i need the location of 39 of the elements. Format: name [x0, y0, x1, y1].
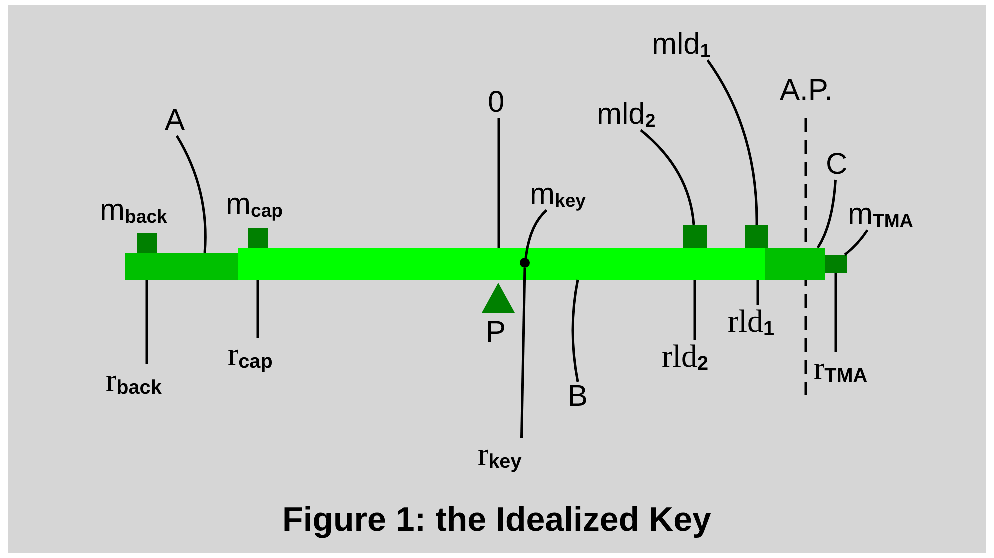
- leader-line: [694, 280, 696, 340]
- leader-line: [176, 135, 207, 254]
- pivot-label: P: [486, 318, 506, 348]
- leader-line: [256, 280, 260, 338]
- leader-line: [816, 180, 837, 249]
- leader-line: [640, 129, 696, 226]
- figure-caption: Figure 1: the Idealized Key: [282, 501, 712, 540]
- leader-line: [498, 118, 500, 248]
- mass-block: [683, 225, 707, 248]
- leader-line: [146, 280, 148, 364]
- mass-label: mld$_{1}$: [652, 30, 711, 60]
- leader-line: [706, 60, 758, 226]
- leader-line: [572, 280, 580, 382]
- radius-label: r$_{back}$: [106, 364, 162, 399]
- radius-label: r$_{TMA}$: [814, 352, 868, 387]
- mass-label: m$_{TMA}$: [848, 200, 914, 230]
- origin-label: 0: [488, 88, 505, 118]
- reference-label: A.P.: [780, 76, 833, 106]
- part-label: A: [165, 106, 186, 136]
- mass-block: [745, 225, 768, 248]
- key-back-segment: [125, 253, 238, 280]
- radius-label: r$_{key}$: [478, 438, 522, 473]
- leader-line: [756, 280, 760, 305]
- radius-label: rld$_{1}$: [728, 305, 775, 340]
- mass-label: mld$_{2}$: [597, 100, 656, 130]
- leader-line: [524, 209, 548, 258]
- leader-line: [520, 268, 526, 438]
- mass-label: m$_{key}$: [530, 180, 586, 210]
- part-label: C: [826, 150, 848, 180]
- part-label: B: [568, 382, 588, 412]
- leader-line: [834, 273, 838, 352]
- radius-label: r$_{cap}$: [228, 338, 273, 373]
- key-body: [238, 248, 765, 280]
- mass-label: m$_{cap}$: [226, 190, 284, 220]
- mass-label: m$_{back}$: [100, 196, 168, 226]
- leader-line: [844, 230, 869, 256]
- radius-label: rld$_{2}$: [662, 340, 709, 375]
- key-front-segment: [765, 248, 825, 280]
- mass-block: [825, 255, 847, 273]
